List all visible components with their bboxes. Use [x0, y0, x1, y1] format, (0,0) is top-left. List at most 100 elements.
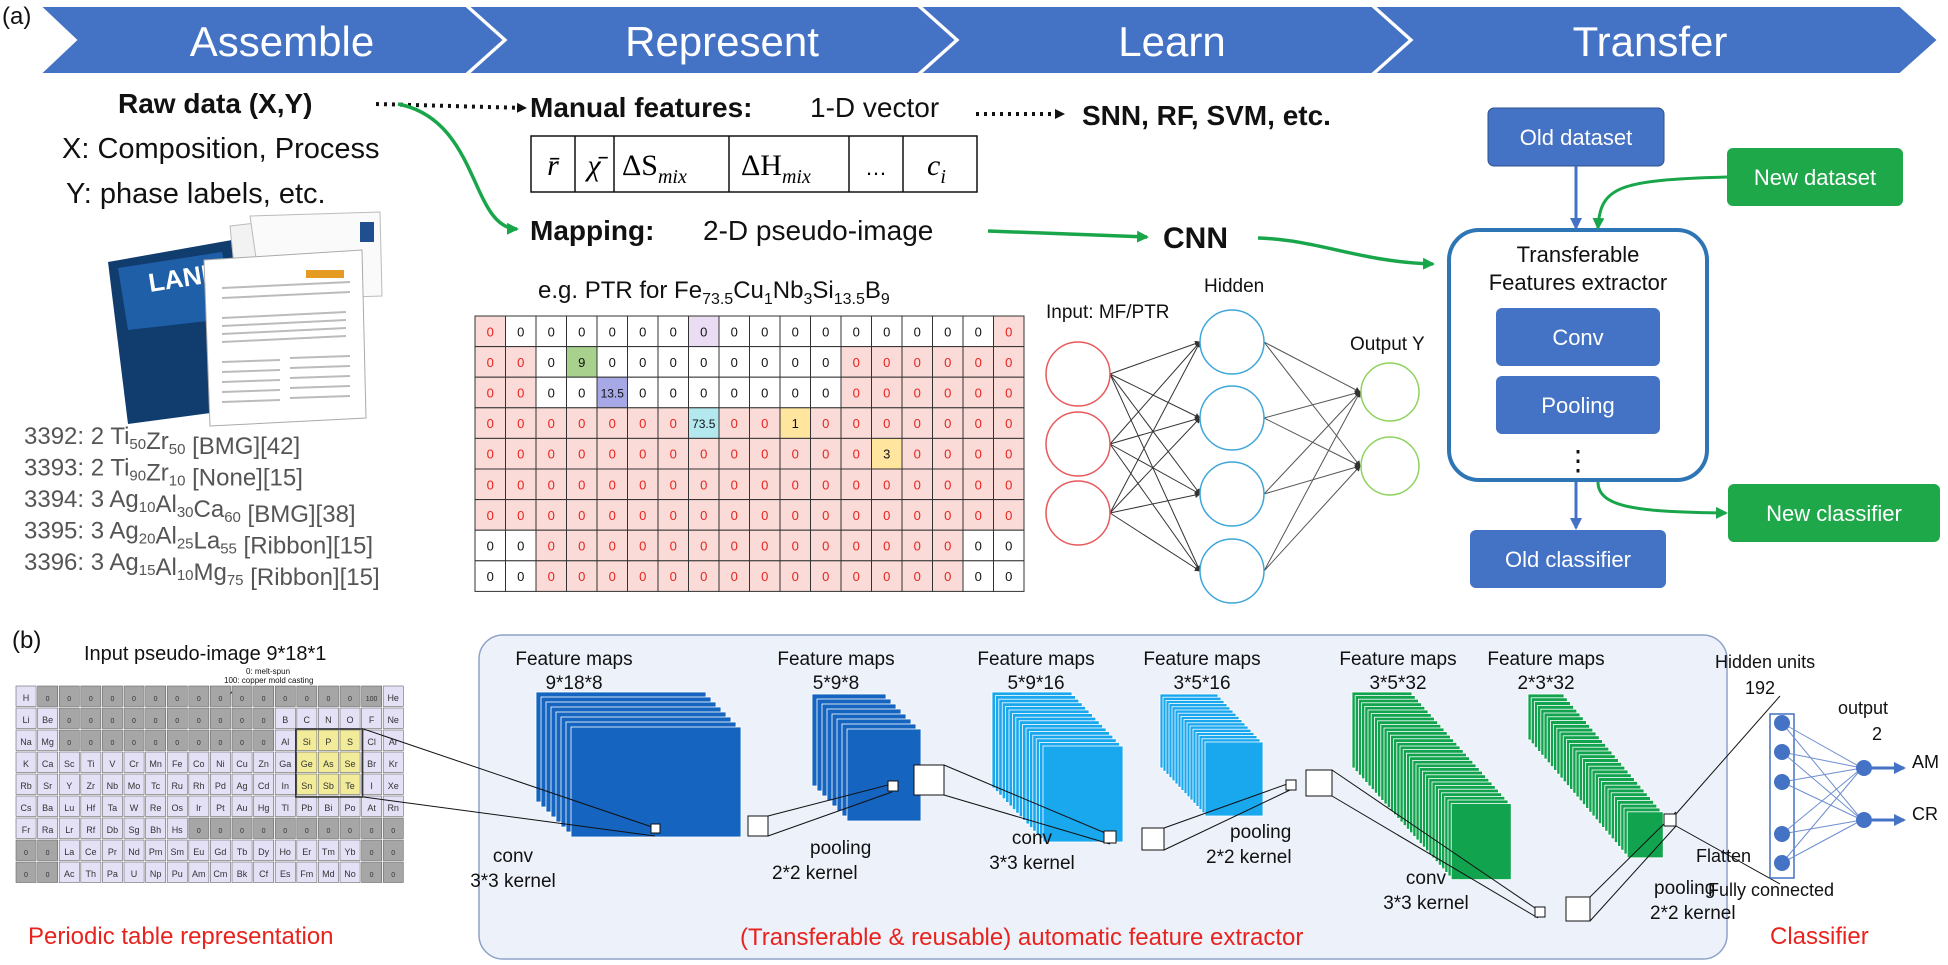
ptr-cell — [749, 437, 781, 470]
ptr-cell — [962, 529, 994, 562]
ptr-cell — [993, 468, 1025, 501]
periodic-cell — [15, 751, 37, 773]
periodic-cell — [58, 729, 80, 751]
ptr-cell-value: 0 — [761, 416, 768, 431]
periodic-element: Sg — [128, 825, 139, 835]
ptr-cell-value: 0 — [731, 386, 738, 401]
ptr-cell-value: 0 — [822, 477, 829, 492]
dataset-entry: 3393: 2 Ti90Zr10 [None][15] — [24, 455, 303, 492]
periodic-element: Am — [192, 869, 206, 879]
periodic-cell — [37, 685, 58, 707]
panel-a-label: (a) — [2, 3, 31, 30]
periodic-element: Y — [66, 781, 72, 791]
feature-map-stack-5 — [1351, 691, 1512, 880]
op-kernel: 2*2 kernel — [1206, 847, 1292, 868]
ptr-cell — [840, 315, 872, 348]
ptr-cell-value: 0 — [731, 324, 738, 339]
periodic-cell — [382, 707, 404, 729]
ptr-cell — [901, 315, 933, 348]
periodic-element: Ru — [171, 781, 183, 791]
ptr-cell-value: 0 — [914, 569, 921, 584]
ptr-cell — [535, 560, 567, 592]
periodic-zero: 0 — [132, 718, 136, 725]
periodic-element: Ga — [279, 759, 291, 769]
periodic-zero: 0 — [305, 828, 309, 835]
periodic-cell — [145, 707, 167, 729]
feature-map-dims: 3*5*32 — [1369, 673, 1426, 694]
ptr-cell-value: 0 — [517, 539, 524, 554]
ptr-cell — [993, 346, 1025, 378]
ptr-cell — [810, 407, 842, 439]
periodic-cell — [361, 773, 383, 795]
periodic-element: Hf — [86, 803, 95, 813]
periodic-cell — [15, 707, 37, 729]
periodic-element: P — [325, 737, 331, 747]
periodic-element: Lu — [64, 803, 74, 813]
ptr-cell-value: 0 — [792, 508, 799, 523]
ptr-cell — [566, 437, 598, 470]
ptr-cell — [993, 407, 1025, 439]
periodic-cell — [231, 861, 253, 883]
ptr-cell-value: 0 — [975, 355, 982, 370]
periodic-zero: 0 — [370, 850, 374, 857]
periodic-element: Pu — [172, 869, 183, 879]
periodic-element: Nd — [128, 847, 140, 857]
periodic-cell — [15, 839, 37, 861]
periodic-element: No — [344, 869, 356, 879]
periodic-cell — [37, 839, 58, 861]
periodic-element: Se — [344, 759, 355, 769]
ptr-cell-value: 0 — [1005, 355, 1012, 370]
periodic-zero: 0 — [262, 718, 266, 725]
ptr-cell-value: 0 — [761, 447, 768, 462]
ptr-cell-value: 0 — [639, 386, 646, 401]
ptr-cell — [993, 315, 1025, 348]
ptr-cell — [566, 407, 598, 439]
periodic-element: La — [64, 847, 74, 857]
periodic-cell — [253, 751, 275, 773]
periodic-cell — [102, 795, 123, 817]
periodic-cell — [37, 817, 58, 839]
ptr-cell-value: 73.5 — [692, 417, 716, 431]
periodic-element: Ta — [108, 803, 118, 813]
periodic-cell — [318, 817, 339, 839]
periodic-element: Cs — [21, 803, 32, 813]
periodic-element: Pm — [149, 847, 163, 857]
ptr-cell — [779, 529, 811, 562]
feature-vector-table: r̄ χ̄ ΔSmix ΔHmix … ci — [530, 135, 978, 193]
hidden-unit-node — [1774, 774, 1790, 790]
ptr-cell-value: 0 — [731, 477, 738, 492]
ptr-cell-value: 0 — [578, 539, 585, 554]
ptr-cell-value: 0 — [517, 447, 524, 462]
periodic-cell — [382, 839, 404, 861]
ptr-cell — [779, 315, 811, 348]
ptr-cell — [871, 529, 903, 562]
periodic-zero: 0 — [218, 828, 222, 835]
ptr-cell-value: 0 — [853, 539, 860, 554]
periodic-element: At — [367, 803, 376, 813]
ptr-cell — [566, 376, 598, 409]
periodic-element: Zr — [87, 781, 96, 791]
ptr-cell — [505, 407, 537, 439]
periodic-cell — [296, 817, 318, 839]
periodic-zero: 0 — [89, 740, 93, 747]
ptr-cell-value: 0 — [944, 477, 951, 492]
periodic-cell — [339, 773, 361, 795]
ptr-cell-value: 0 — [883, 416, 890, 431]
ptr-cell-value: 0 — [975, 539, 982, 554]
periodic-element: Fe — [172, 759, 183, 769]
periodic-zero: 0 — [67, 718, 71, 725]
ptr-cell-value: 0 — [487, 386, 494, 401]
old-dataset-label: Old dataset — [1520, 125, 1633, 150]
input-pseudo-image-title: Input pseudo-image 9*18*1 — [84, 643, 326, 665]
ptr-cell-value: 0 — [792, 386, 799, 401]
op-name: pooling — [810, 838, 871, 859]
periodic-cell — [318, 773, 339, 795]
periodic-cell — [145, 817, 167, 839]
nn-output-label: Output Y — [1350, 334, 1425, 355]
periodic-element: Sc — [64, 759, 75, 769]
feature-map-stack-6 — [1527, 693, 1664, 859]
conv-label: Conv — [1552, 325, 1603, 350]
